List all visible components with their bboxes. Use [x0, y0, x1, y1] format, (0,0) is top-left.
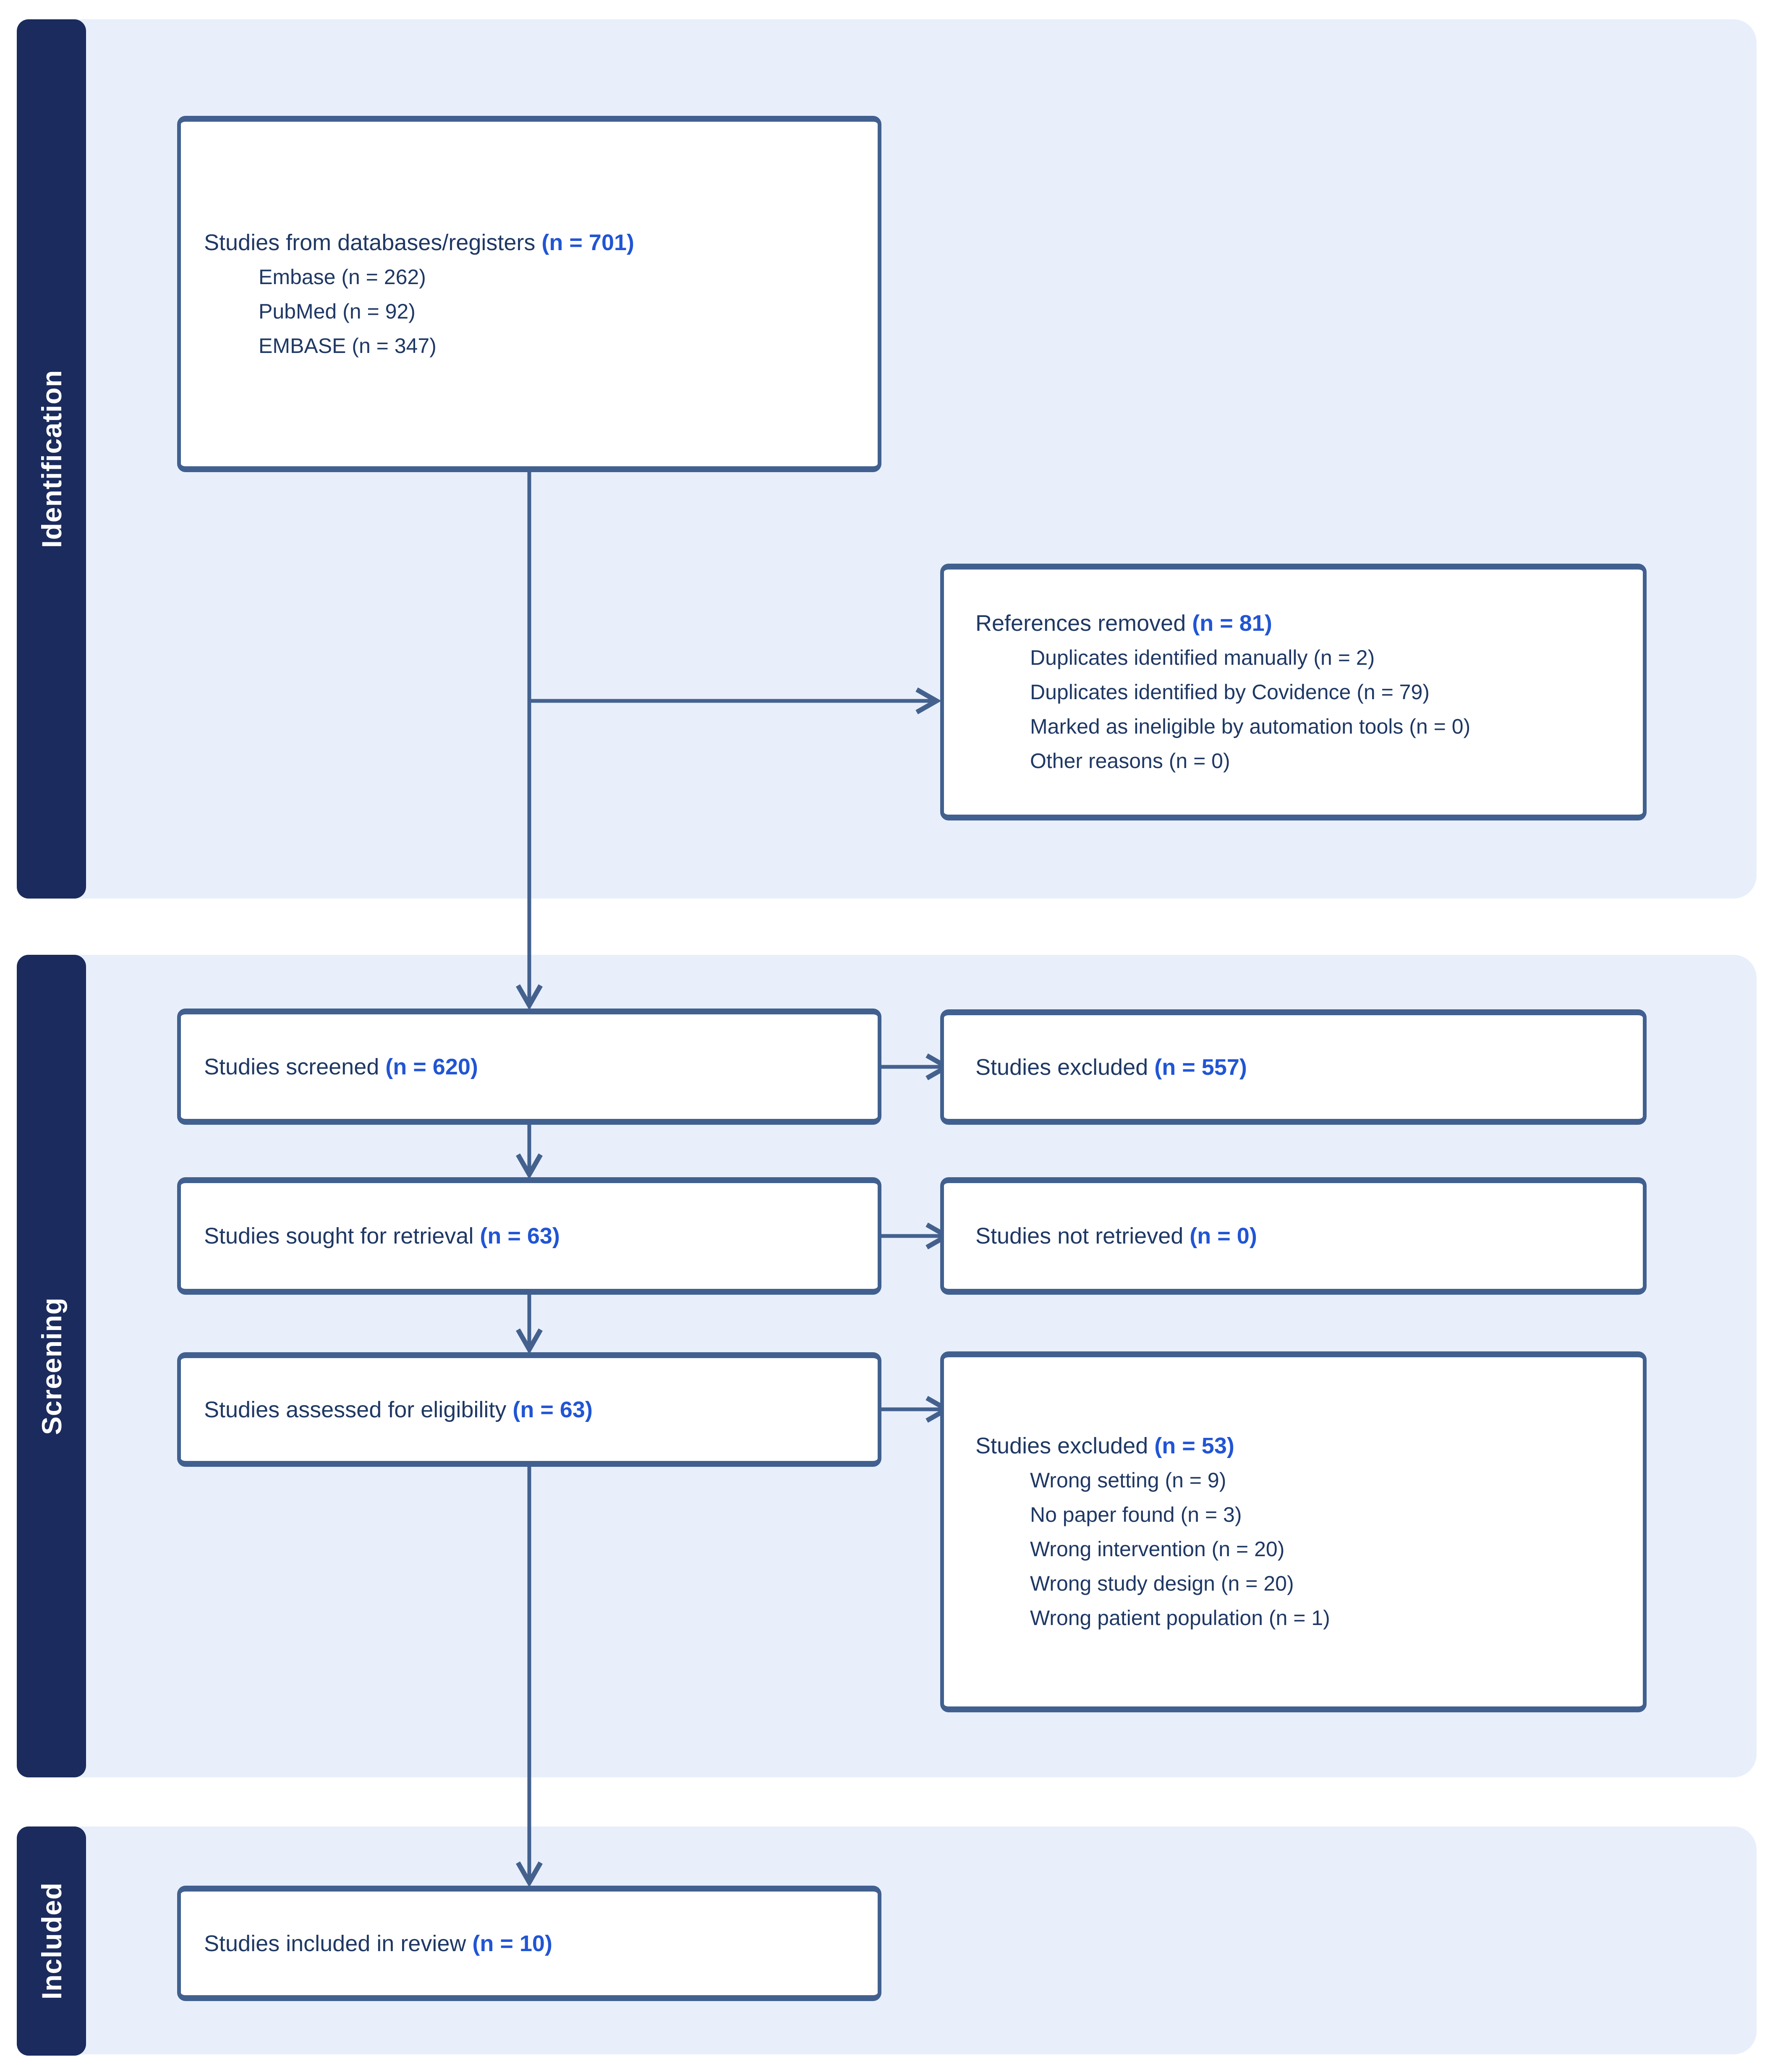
list-item: PubMed (n = 92): [259, 299, 416, 323]
included-box-title: Studies included in review (n = 10): [181, 1926, 878, 1961]
not-retrieved-label: Studies not retrieved: [975, 1223, 1184, 1249]
sought-count: (n = 63): [480, 1223, 560, 1249]
references-removed-count: (n = 81): [1192, 611, 1272, 636]
sidebar-stage-screening: Screening: [17, 955, 86, 1777]
list-item: No paper found (n = 3): [1030, 1503, 1242, 1526]
sought-box: Studies sought for retrieval (n = 63): [177, 1177, 881, 1295]
stage-label-included: Included: [36, 1882, 67, 2000]
excluded-screening-count: (n = 557): [1154, 1054, 1247, 1080]
assessed-count: (n = 63): [512, 1397, 593, 1422]
not-retrieved-count: (n = 0): [1190, 1223, 1257, 1249]
assessed-box: Studies assessed for eligibility (n = 63…: [177, 1352, 881, 1467]
not-retrieved-box: Studies not retrieved (n = 0): [940, 1177, 1647, 1295]
screened-box: Studies screened (n = 620): [177, 1009, 881, 1125]
sidebar-stage-included: Included: [17, 1826, 86, 2056]
references-removed-box: References removed (n = 81) Duplicates i…: [940, 564, 1647, 820]
references-removed-box-title: References removed (n = 81): [944, 606, 1643, 640]
excluded-screening-box: Studies excluded (n = 557): [940, 1009, 1647, 1125]
screened-label: Studies screened: [204, 1054, 379, 1079]
references-removed-reason-list: Duplicates identified manually (n = 2) D…: [944, 640, 1643, 778]
databases-box-title: Studies from databases/registers (n = 70…: [181, 225, 878, 260]
list-item: Duplicates identified manually (n = 2): [1030, 646, 1375, 669]
list-item: Wrong setting (n = 9): [1030, 1468, 1226, 1492]
references-removed-label: References removed: [975, 611, 1186, 636]
included-box: Studies included in review (n = 10): [177, 1886, 881, 2001]
stage-label-identification: Identification: [36, 370, 67, 548]
databases-label: Studies from databases/registers: [204, 230, 536, 255]
list-item: Wrong intervention (n = 20): [1030, 1537, 1285, 1561]
list-item: Duplicates identified by Covidence (n = …: [1030, 680, 1430, 704]
assessed-label: Studies assessed for eligibility: [204, 1397, 507, 1422]
excluded-eligibility-box: Studies excluded (n = 53) Wrong setting …: [940, 1351, 1647, 1712]
list-item: Embase (n = 262): [259, 265, 426, 289]
excluded-screening-label: Studies excluded: [975, 1054, 1148, 1080]
included-label: Studies included in review: [204, 1931, 466, 1956]
included-count: (n = 10): [472, 1931, 552, 1956]
screened-count: (n = 620): [385, 1054, 478, 1079]
sidebar-stage-identification: Identification: [17, 19, 86, 899]
excluded-eligibility-box-title: Studies excluded (n = 53): [944, 1429, 1643, 1463]
list-item: Wrong study design (n = 20): [1030, 1572, 1294, 1595]
databases-box: Studies from databases/registers (n = 70…: [177, 116, 881, 472]
sought-box-title: Studies sought for retrieval (n = 63): [181, 1219, 878, 1253]
screened-box-title: Studies screened (n = 620): [181, 1050, 878, 1084]
stage-label-screening: Screening: [36, 1297, 67, 1435]
databases-count: (n = 701): [541, 230, 634, 255]
list-item: Other reasons (n = 0): [1030, 749, 1230, 773]
list-item: Marked as ineligible by automation tools…: [1030, 715, 1471, 738]
not-retrieved-box-title: Studies not retrieved (n = 0): [944, 1219, 1643, 1253]
assessed-box-title: Studies assessed for eligibility (n = 63…: [181, 1393, 878, 1427]
excluded-eligibility-label: Studies excluded: [975, 1433, 1148, 1458]
sought-label: Studies sought for retrieval: [204, 1223, 474, 1249]
databases-breakdown-list: Embase (n = 262) PubMed (n = 92) EMBASE …: [181, 260, 878, 363]
excluded-eligibility-reason-list: Wrong setting (n = 9) No paper found (n …: [944, 1463, 1643, 1635]
list-item: EMBASE (n = 347): [259, 334, 437, 358]
excluded-eligibility-count: (n = 53): [1154, 1433, 1234, 1458]
excluded-screening-box-title: Studies excluded (n = 557): [944, 1050, 1643, 1084]
list-item: Wrong patient population (n = 1): [1030, 1606, 1330, 1630]
